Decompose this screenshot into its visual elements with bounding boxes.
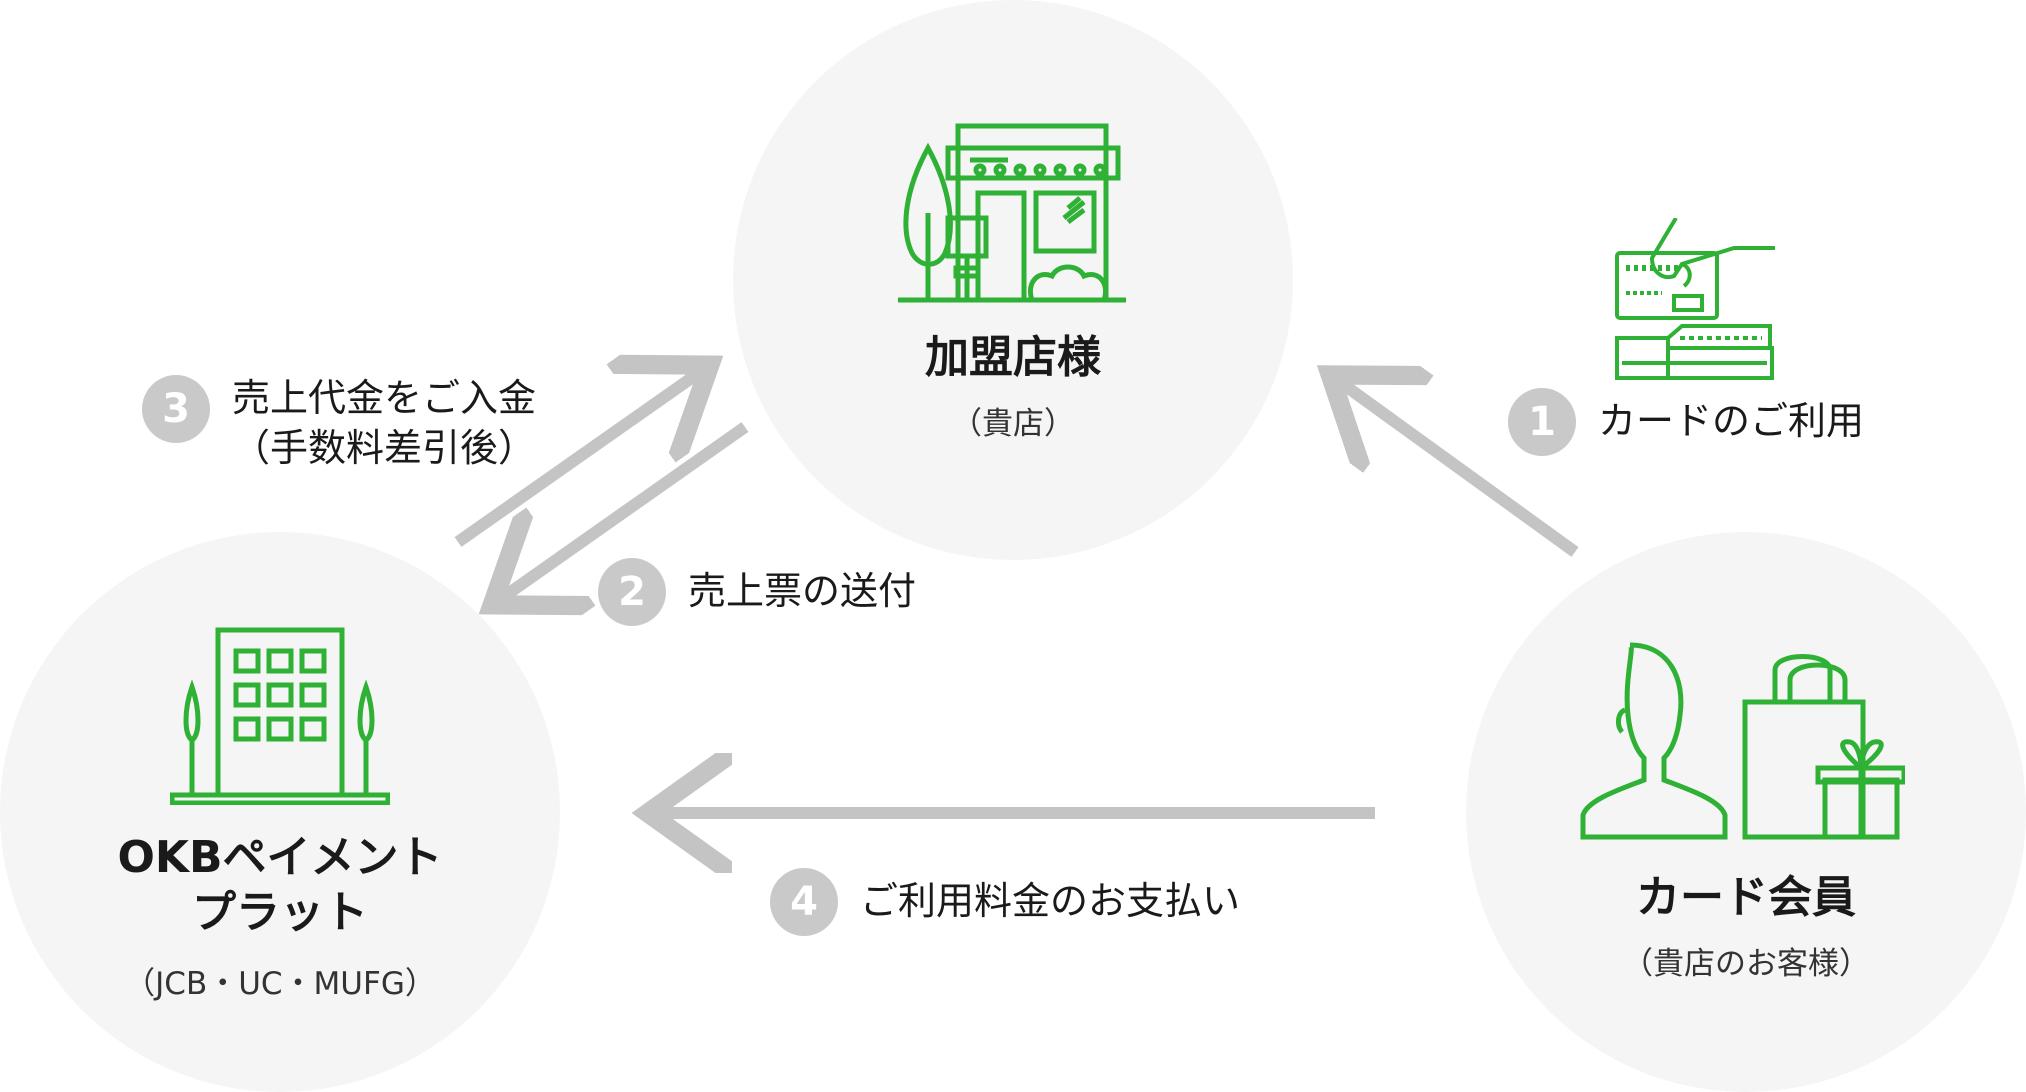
- step-3: 3 売上代金をご入金 （手数料差引後）: [142, 375, 536, 473]
- okb-subtitle: （JCB・UC・MUFG）: [124, 966, 436, 1002]
- okb-title-line1: OKBペイメント: [117, 832, 443, 883]
- step-3-label-line2: （手数料差引後）: [232, 426, 537, 470]
- office-building-icon: [170, 627, 390, 805]
- card-terminal-icon: [1615, 218, 1775, 380]
- step-2: 2 売上票の送付: [598, 558, 916, 626]
- okb-title: OKBペイメント プラット: [60, 830, 500, 940]
- storefront-icon: [898, 123, 1126, 303]
- okb-payment-circle: [0, 532, 560, 1092]
- arrow-sales-slip: [502, 422, 749, 598]
- step-4: 4 ご利用料金のお支払い: [770, 868, 1240, 936]
- merchant-subtitle: （貴店）: [951, 406, 1075, 442]
- step-4-badge: 4: [770, 868, 838, 936]
- step-2-badge: 2: [598, 558, 666, 626]
- step-2-label: 売上票の送付: [688, 569, 917, 613]
- step-3-label-line1: 売上代金をご入金: [232, 376, 537, 420]
- step-3-label: 売上代金をご入金 （手数料差引後）: [232, 373, 536, 473]
- member-title: カード会員: [1636, 872, 1856, 923]
- merchant-circle: [733, 0, 1293, 560]
- step-4-label: ご利用料金のお支払い: [860, 879, 1241, 923]
- member-subtitle: （貴店のお客様）: [1622, 946, 1870, 982]
- merchant-title: 加盟店様: [925, 332, 1101, 383]
- step-3-badge: 3: [142, 375, 210, 443]
- step-1: 1 カードのご利用: [1508, 388, 1864, 456]
- shopper-with-bags-icon: [1580, 642, 1905, 840]
- arrow-card-use: [1340, 382, 1579, 557]
- okb-title-line2: プラット: [192, 887, 368, 938]
- step-1-badge: 1: [1508, 388, 1576, 456]
- step-1-label: カードのご利用: [1598, 399, 1865, 443]
